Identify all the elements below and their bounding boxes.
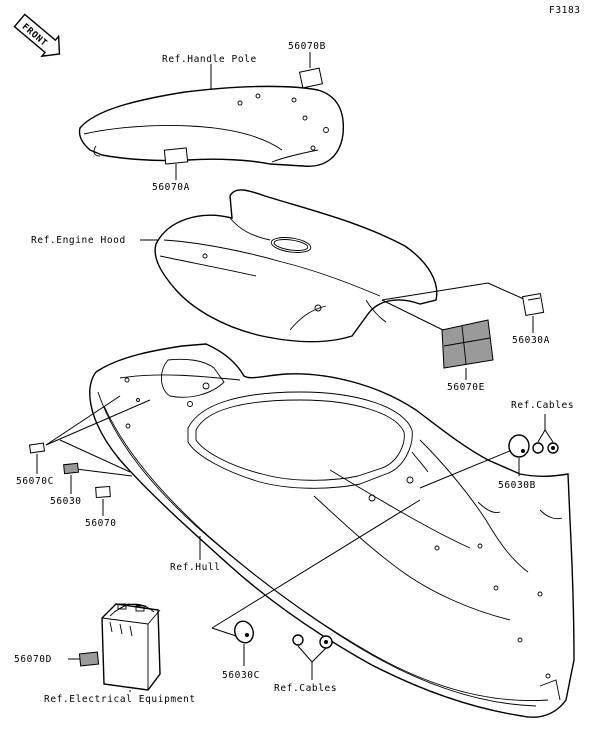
label-56070b: 56070B bbox=[288, 41, 326, 52]
engine-hood-part bbox=[154, 189, 438, 343]
decal-56070a-icon bbox=[163, 147, 189, 165]
figure-code: F3183 bbox=[549, 5, 581, 16]
label-ref-hull: Ref.Hull bbox=[170, 562, 221, 573]
decal-56070-icon bbox=[95, 485, 111, 499]
label-56070e: 56070E bbox=[447, 382, 485, 393]
label-56070a: 56070A bbox=[152, 182, 190, 193]
front-arrow-icon: FRONT bbox=[13, 13, 61, 58]
label-ref-handle-pole: Ref.Handle Pole bbox=[162, 54, 257, 65]
label-56030a: 56030A bbox=[512, 335, 550, 346]
battery-part bbox=[101, 603, 161, 691]
label-56030: 56030 bbox=[50, 496, 82, 507]
decal-56070c-icon bbox=[28, 442, 46, 454]
decal-56070b-icon bbox=[298, 67, 324, 89]
hull-part bbox=[89, 343, 575, 718]
label-56030c: 56030C bbox=[222, 670, 260, 681]
decal-56030a-icon bbox=[521, 292, 545, 316]
label-ref-cables-top: Ref.Cables bbox=[511, 400, 574, 411]
label-ref-electrical-equipment: Ref.Electrical Equipment bbox=[44, 694, 196, 705]
decal-56030-icon bbox=[63, 462, 80, 475]
cable-cap-56030b-icon bbox=[508, 434, 530, 458]
label-56070: 56070 bbox=[85, 518, 117, 529]
decal-56070d-icon bbox=[78, 651, 100, 667]
label-ref-engine-hood: Ref.Engine Hood bbox=[31, 235, 126, 246]
label-56070d: 56070D bbox=[14, 654, 52, 665]
cable-grommets-top-icon bbox=[532, 442, 559, 454]
label-56070c: 56070C bbox=[16, 476, 54, 487]
handle-pole-part bbox=[78, 85, 345, 167]
label-ref-cables-bottom: Ref.Cables bbox=[274, 683, 337, 694]
label-56030b: 56030B bbox=[498, 480, 536, 491]
decal-56070e-icon bbox=[441, 319, 494, 369]
cable-cap-56030c-icon bbox=[234, 620, 254, 644]
cable-grommets-bottom-icon bbox=[292, 634, 333, 649]
